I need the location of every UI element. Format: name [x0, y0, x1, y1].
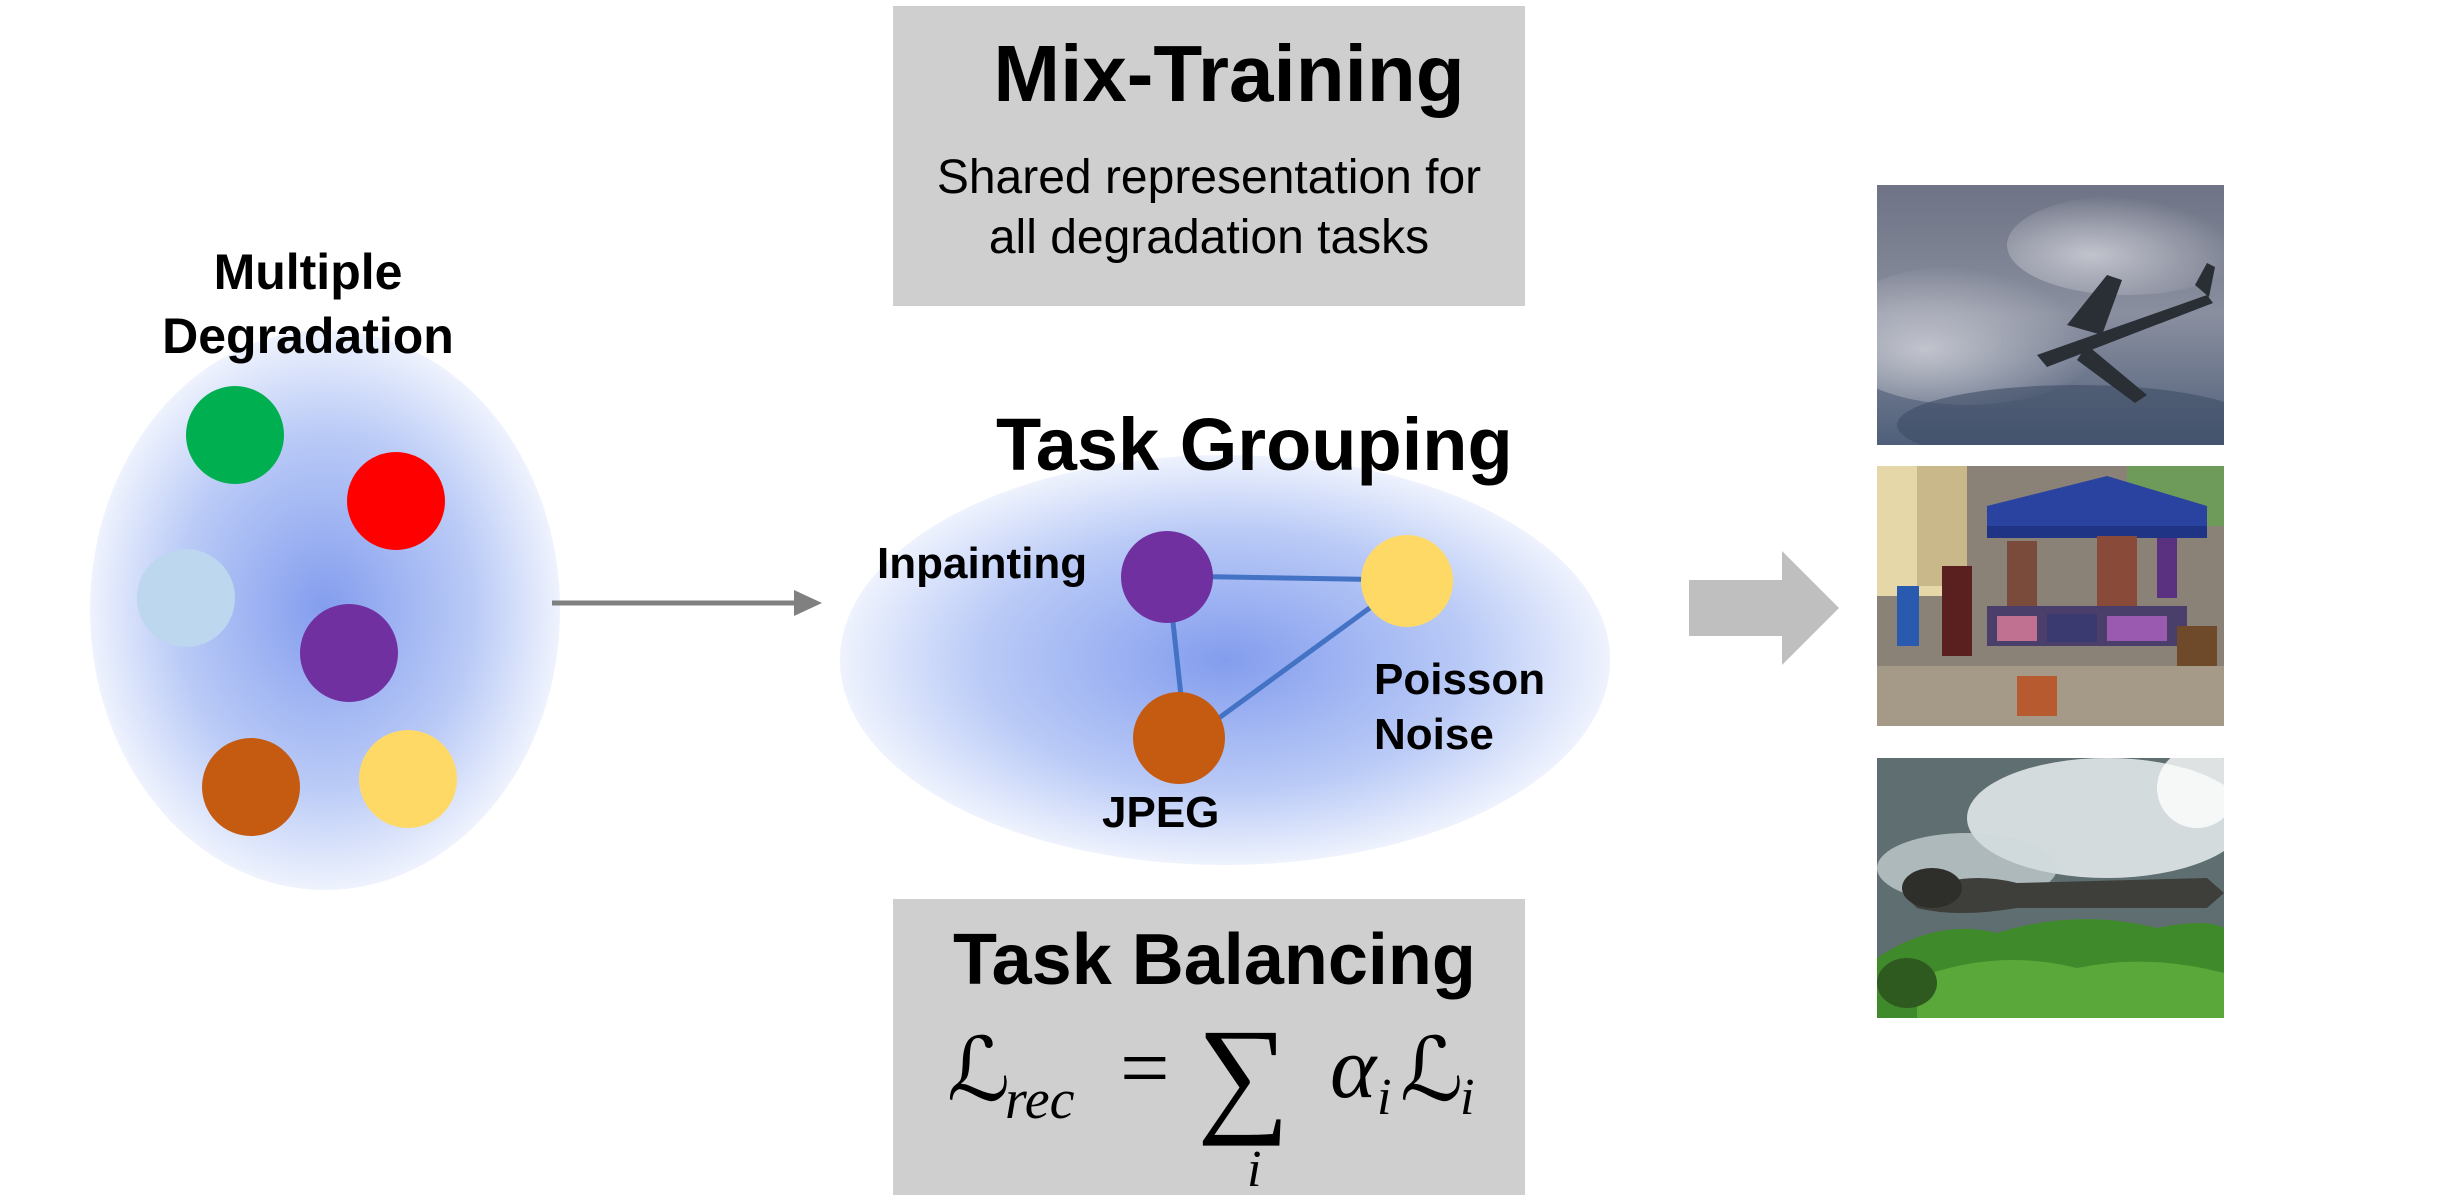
label-jpeg: JPEG	[1102, 788, 1220, 837]
degradation-dot-yellow	[359, 730, 457, 828]
loss-formula: ℒ rec = ∑ i α i ℒ i	[945, 1000, 1505, 1198]
iguana-photo	[1877, 758, 2224, 1018]
node-inpainting	[1121, 531, 1213, 623]
airplane-photo	[1877, 185, 2224, 445]
formula-lhs-sub: rec	[1005, 1069, 1075, 1131]
market-photo	[1877, 466, 2224, 726]
task-grouping-cloud	[840, 455, 1610, 865]
label-inpainting: Inpainting	[877, 539, 1088, 588]
block-right-arrow-icon	[1689, 551, 1839, 665]
multiple-degradation-title-line1: Multiple	[213, 244, 403, 300]
formula-alpha: α	[1330, 1020, 1377, 1117]
label-poisson-line1: Poisson	[1374, 655, 1546, 704]
task-balancing-box	[893, 899, 1525, 1195]
formula-sum: ∑	[1197, 1003, 1290, 1147]
formula-sum-index: i	[1247, 1141, 1262, 1198]
node-jpeg	[1133, 692, 1225, 784]
label-poisson-line2: Noise	[1374, 710, 1494, 759]
mix-training-box	[893, 6, 1525, 306]
degradation-dot-purple	[300, 604, 398, 702]
task-grouping-title: Task Grouping	[996, 403, 1513, 486]
formula-term: ℒ	[1400, 1023, 1464, 1120]
formula-lhs: ℒ	[947, 1023, 1011, 1120]
formula-term-sub: i	[1460, 1069, 1475, 1126]
thin-right-arrow-icon	[552, 590, 822, 616]
task-balancing-title: Task Balancing	[953, 920, 1476, 1000]
degradation-dot-lightblue	[137, 549, 235, 647]
formula-alpha-sub: i	[1377, 1069, 1392, 1126]
multiple-degradation-title-line2: Degradation	[162, 308, 454, 364]
degradation-dot-green	[186, 386, 284, 484]
degradation-dot-red	[347, 452, 445, 550]
formula-equals: =	[1120, 1020, 1170, 1117]
mix-training-subtitle-line1: Shared representation for	[936, 151, 1482, 204]
mix-training-subtitle-line2: all degradation tasks	[988, 211, 1430, 264]
node-poisson-noise	[1361, 535, 1453, 627]
mix-training-title: Mix-Training	[993, 29, 1465, 118]
degradation-dot-orange	[202, 738, 300, 836]
